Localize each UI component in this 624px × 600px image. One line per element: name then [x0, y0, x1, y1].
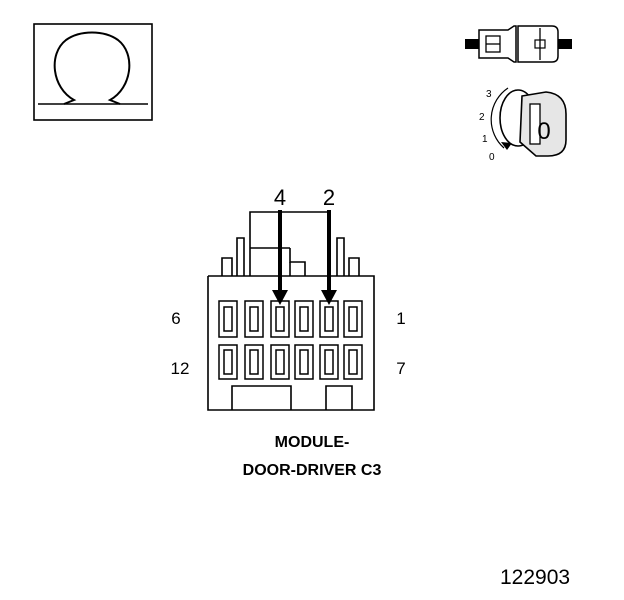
connector-body [207, 211, 375, 411]
callout-pin-2: 2 [323, 185, 335, 210]
row-label-bottom-left: 12 [171, 359, 190, 378]
ignition-key-label: 0 [537, 118, 550, 145]
figure-number: 122903 [500, 566, 571, 589]
callout-pin-4: 4 [274, 185, 286, 210]
row-label-bottom-right: 7 [396, 359, 405, 378]
cavity-3 [294, 300, 314, 338]
cavity-1 [343, 300, 363, 338]
bottom-row-cavities [218, 344, 363, 380]
connector-caption-line-2: DOOR-DRIVER C3 [242, 462, 382, 479]
cavity-6 [218, 300, 238, 338]
cavity-8 [319, 344, 339, 380]
ohm-icon [33, 23, 153, 121]
row-label-top-right: 1 [396, 309, 405, 328]
cavity-7 [343, 344, 363, 380]
cavity-5 [244, 300, 264, 338]
cavity-11 [244, 344, 264, 380]
top-row-cavities [218, 300, 363, 338]
cavity-9 [294, 344, 314, 380]
callout-arrow-pin-4 [272, 210, 288, 305]
cavity-12 [218, 344, 238, 380]
ignition-key-icon: 0 3 2 1 0 [479, 87, 567, 163]
ignition-position-3: 3 [486, 89, 492, 100]
ignition-position-1: 1 [482, 134, 488, 145]
callout-arrow-pin-2 [321, 210, 337, 305]
ignition-position-0: 0 [489, 152, 495, 163]
row-label-top-left: 6 [171, 309, 180, 328]
ignition-position-2: 2 [479, 112, 485, 123]
connector-icon [465, 25, 572, 63]
connector-caption-line-1: MODULE- [274, 434, 350, 451]
cavity-10 [270, 344, 290, 380]
